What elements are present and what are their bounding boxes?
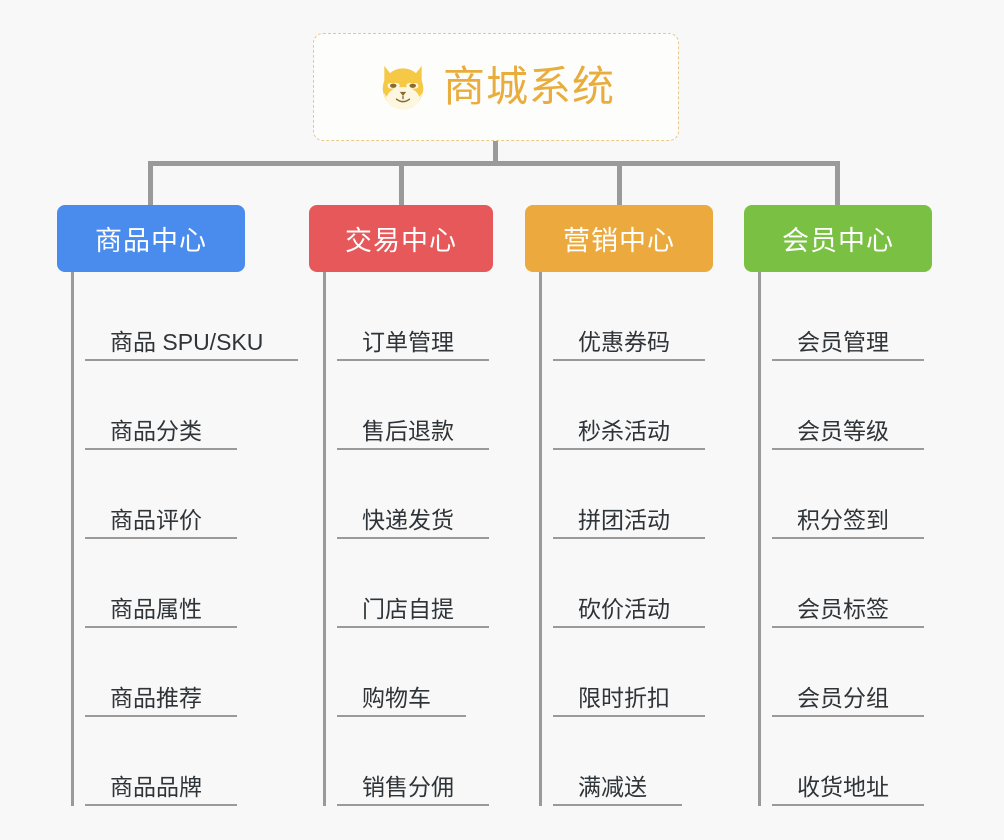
leaf-item[interactable]: 优惠券码	[553, 272, 713, 361]
leaf-underline	[772, 626, 924, 628]
leaf-label: 商品分类	[110, 417, 202, 444]
leaf-item[interactable]: 商品 SPU/SKU	[85, 272, 298, 361]
leaf-underline	[553, 715, 705, 717]
leaf-label: 会员标签	[797, 595, 889, 622]
leaf-underline	[553, 804, 682, 806]
branch-column-0: 商品中心 商品 SPU/SKU 商品分类 商品评价 商品属性 商品推荐	[57, 205, 298, 806]
leaf-label: 满减送	[578, 773, 647, 800]
leaf-item[interactable]: 砍价活动	[553, 539, 713, 628]
leaf-underline	[772, 359, 924, 361]
leaf-underline	[772, 448, 924, 450]
leaf-item[interactable]: 商品分类	[85, 361, 263, 450]
leaf-label: 门店自提	[362, 595, 454, 622]
leaf-item[interactable]: 限时折扣	[553, 628, 713, 717]
leaf-underline	[85, 537, 237, 539]
leaf-label: 商品属性	[110, 595, 202, 622]
connector-drop-3	[835, 161, 840, 207]
branch-header-3[interactable]: 会员中心	[744, 205, 932, 272]
leaf-item[interactable]: 订单管理	[337, 272, 493, 361]
leaf-underline	[85, 715, 237, 717]
leaf-item[interactable]: 商品推荐	[85, 628, 263, 717]
leaf-item[interactable]: 收货地址	[772, 717, 932, 806]
branch-header-label: 交易中心	[345, 226, 457, 256]
leaf-underline	[85, 626, 237, 628]
leaf-underline	[553, 626, 705, 628]
leaf-underline	[772, 804, 924, 806]
leaf-label: 售后退款	[362, 417, 454, 444]
leaf-item[interactable]: 拼团活动	[553, 450, 713, 539]
leaf-item[interactable]: 快递发货	[337, 450, 493, 539]
leaf-underline	[553, 537, 705, 539]
branch-column-1: 交易中心 订单管理 售后退款 快递发货 门店自提 购物车	[309, 205, 493, 806]
branch-header-label: 商品中心	[95, 226, 207, 256]
leaf-underline	[553, 359, 705, 361]
leaf-label: 商品推荐	[110, 684, 202, 711]
leaf-item[interactable]: 会员分组	[772, 628, 932, 717]
branch-header-label: 会员中心	[782, 226, 894, 256]
leaf-item[interactable]: 秒杀活动	[553, 361, 713, 450]
leaf-underline	[772, 537, 924, 539]
leaf-label: 会员分组	[797, 684, 889, 711]
leaf-label: 商品评价	[110, 506, 202, 533]
leaf-label: 收货地址	[797, 773, 889, 800]
leaf-list-0: 商品 SPU/SKU 商品分类 商品评价 商品属性 商品推荐 商品品牌	[71, 272, 298, 806]
leaf-underline	[337, 359, 489, 361]
leaf-list-3: 会员管理 会员等级 积分签到 会员标签 会员分组 收货地址	[758, 272, 932, 806]
leaf-underline	[772, 715, 924, 717]
leaf-item[interactable]: 积分签到	[772, 450, 932, 539]
leaf-label: 商品品牌	[110, 773, 202, 800]
leaf-item[interactable]: 购物车	[337, 628, 493, 717]
shiba-dog-icon	[377, 61, 429, 113]
leaf-label: 销售分佣	[362, 773, 454, 800]
branch-header-1[interactable]: 交易中心	[309, 205, 493, 272]
leaf-label: 优惠券码	[578, 328, 670, 355]
root-node[interactable]: 商城系统	[313, 33, 679, 141]
leaf-underline	[553, 448, 705, 450]
leaf-label: 秒杀活动	[578, 417, 670, 444]
leaf-label: 订单管理	[362, 328, 454, 355]
leaf-label: 砍价活动	[578, 595, 670, 622]
leaf-label: 商品 SPU/SKU	[110, 328, 264, 355]
branch-header-label: 营销中心	[563, 226, 675, 256]
branch-column-2: 营销中心 优惠券码 秒杀活动 拼团活动 砍价活动 限时折扣	[525, 205, 713, 806]
leaf-label: 限时折扣	[578, 684, 670, 711]
leaf-label: 购物车	[362, 684, 431, 711]
leaf-item[interactable]: 门店自提	[337, 539, 493, 628]
connector-drop-2	[617, 161, 622, 207]
leaf-item[interactable]: 会员管理	[772, 272, 932, 361]
leaf-underline	[337, 804, 489, 806]
leaf-underline	[337, 448, 489, 450]
leaf-item[interactable]: 商品属性	[85, 539, 263, 628]
leaf-item[interactable]: 商品品牌	[85, 717, 263, 806]
leaf-label: 快递发货	[362, 506, 454, 533]
leaf-list-1: 订单管理 售后退款 快递发货 门店自提 购物车 销售分佣	[323, 272, 493, 806]
leaf-item[interactable]: 销售分佣	[337, 717, 493, 806]
leaf-underline	[337, 715, 466, 717]
leaf-underline	[337, 626, 489, 628]
leaf-item[interactable]: 会员标签	[772, 539, 932, 628]
leaf-item[interactable]: 售后退款	[337, 361, 493, 450]
leaf-label: 会员等级	[797, 417, 889, 444]
connector-drop-1	[399, 161, 404, 207]
branch-header-2[interactable]: 营销中心	[525, 205, 713, 272]
leaf-underline	[85, 448, 237, 450]
leaf-underline	[337, 537, 489, 539]
leaf-item[interactable]: 会员等级	[772, 361, 932, 450]
leaf-label: 拼团活动	[578, 506, 670, 533]
connector-root-stem	[493, 141, 498, 163]
branch-column-3: 会员中心 会员管理 会员等级 积分签到 会员标签 会员分组	[744, 205, 932, 806]
leaf-underline	[85, 359, 298, 361]
connector-bus	[148, 161, 840, 166]
leaf-label: 积分签到	[797, 506, 889, 533]
leaf-label: 会员管理	[797, 328, 889, 355]
root-title: 商城系统	[442, 63, 615, 110]
leaf-item[interactable]: 商品评价	[85, 450, 263, 539]
branch-header-0[interactable]: 商品中心	[57, 205, 245, 272]
connector-drop-0	[148, 161, 153, 207]
leaf-underline	[85, 804, 237, 806]
leaf-list-2: 优惠券码 秒杀活动 拼团活动 砍价活动 限时折扣 满减送	[539, 272, 713, 806]
leaf-item[interactable]: 满减送	[553, 717, 713, 806]
